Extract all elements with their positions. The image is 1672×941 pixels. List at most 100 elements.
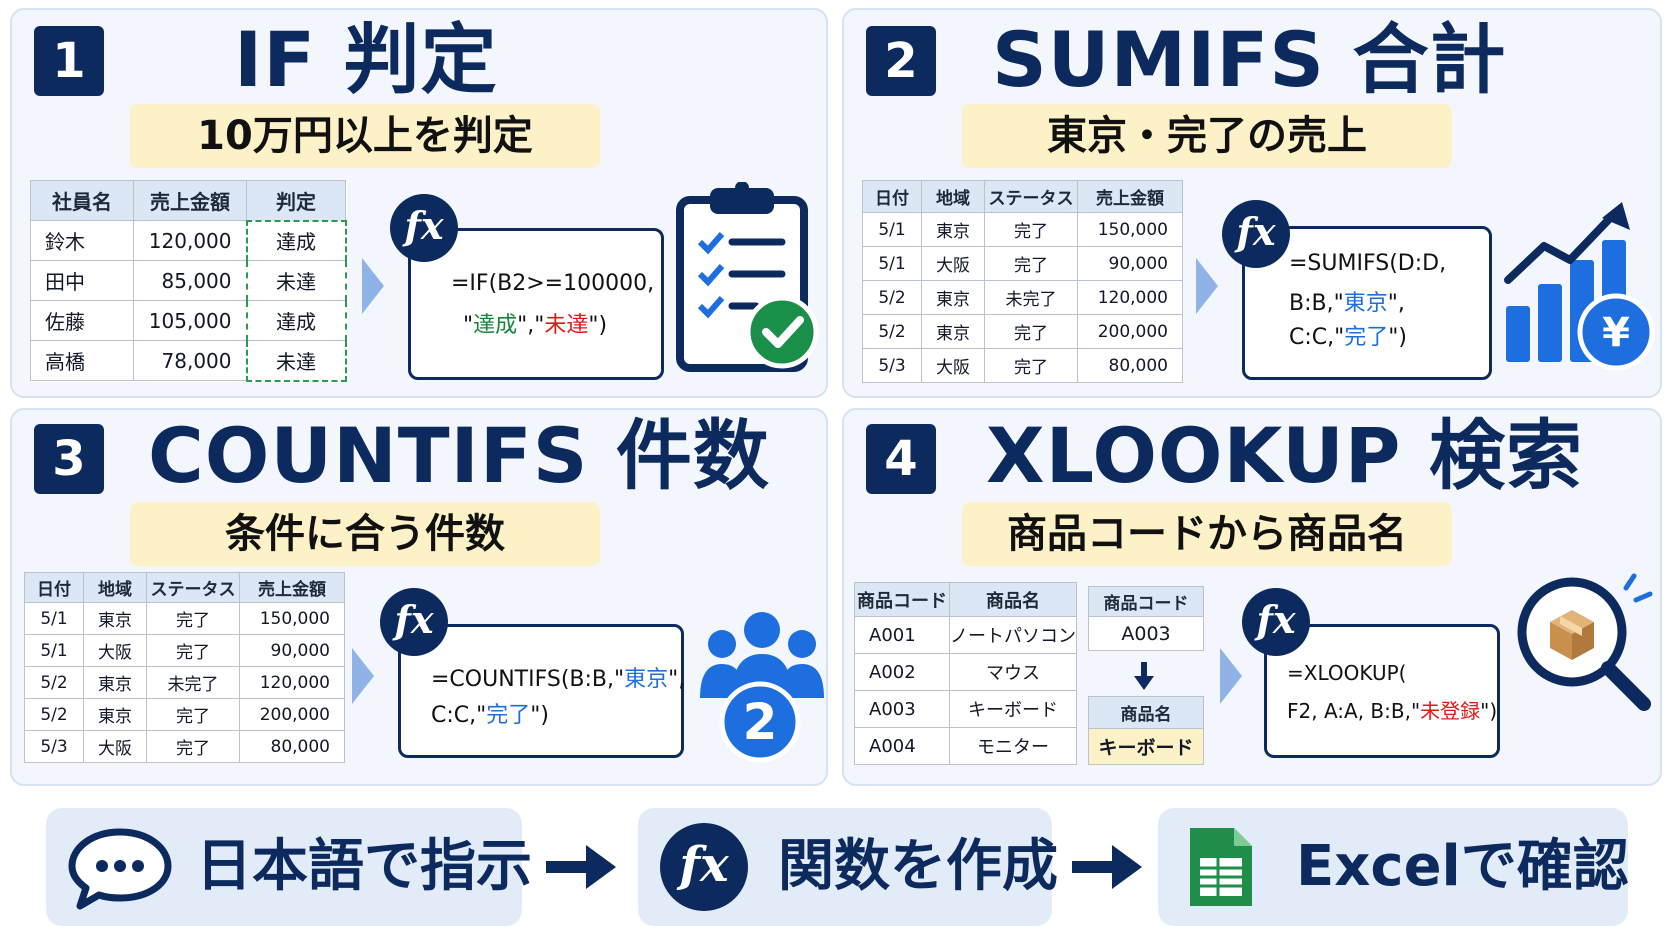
table-cell: 5/2 — [862, 314, 922, 349]
panel-subtitle: 10万円以上を判定 — [130, 104, 600, 168]
countifs-panel: 3 COUNTIFS 件数 条件に合う件数 日付 地域 ステータス 売上金額 5… — [10, 408, 828, 786]
table-cell: A004 — [854, 727, 950, 765]
table-cell: 5/1 — [24, 602, 84, 635]
table-cell: 東京 — [83, 602, 147, 635]
fx-icon: fx — [1222, 200, 1290, 268]
table-header: 商品コード — [854, 582, 950, 617]
magnifier-box-icon — [1517, 573, 1653, 711]
panel-title: IF 判定 — [234, 15, 498, 104]
panel-subtitle: 条件に合う件数 — [130, 502, 600, 566]
arrow-right-icon — [1072, 845, 1142, 889]
table-cell: 5/1 — [24, 634, 84, 667]
arrow-right-icon — [1220, 648, 1242, 704]
formula-box: =IF(B2>=100000, "達成","未達") — [408, 228, 664, 380]
table-cell: 120,000 — [1077, 280, 1183, 315]
formula-token-tokyo: 東京 — [1343, 291, 1388, 316]
table-cell: マウス — [949, 653, 1077, 691]
table-row: 田中 85,000 未達 — [30, 260, 347, 301]
table-cell: 120,000 — [239, 666, 345, 699]
formula-line: =COUNTIFS(B:B,"東京", — [431, 667, 686, 692]
formula-token-not-found: 未登録 — [1420, 699, 1481, 723]
table-cell: A002 — [854, 653, 950, 691]
table-header: 売上金額 — [1077, 180, 1183, 213]
table-cell: 5/2 — [862, 280, 922, 315]
formula-box: =XLOOKUP( F2, A:A, B:B,"未登録") — [1264, 624, 1500, 758]
table-cell: 5/3 — [862, 348, 922, 383]
table-header: 判定 — [246, 180, 346, 221]
spreadsheet-icon — [1190, 828, 1252, 906]
fx-icon: fx — [660, 823, 748, 911]
table-cell: A003 — [854, 690, 950, 728]
lookup-name-value: キーボード — [1088, 728, 1204, 765]
formula-token-not-achieved: 未達 — [544, 313, 589, 338]
table-cell: 90,000 — [239, 634, 345, 667]
table-header: 日付 — [862, 180, 922, 213]
table-cell: 大阪 — [921, 348, 985, 383]
table-cell: A001 — [854, 616, 950, 654]
table-cell: 5/1 — [862, 246, 922, 281]
table-cell: 東京 — [921, 212, 985, 247]
table-cell: 佐藤 — [30, 300, 134, 341]
formula-token-tokyo: 東京 — [624, 667, 669, 692]
table-cell: 完了 — [146, 698, 240, 731]
table-row: 佐藤 105,000 達成 — [30, 300, 347, 341]
fx-icon: fx — [1242, 588, 1310, 656]
table-header: ステータス — [146, 572, 240, 603]
table-cell: 80,000 — [1077, 348, 1183, 383]
lookup-code-header: 商品コード — [1088, 586, 1204, 617]
arrow-right-icon — [362, 258, 384, 314]
table-cell: 達成 — [245, 219, 347, 261]
formula-line: =SUMIFS(D:D, — [1289, 251, 1447, 276]
formula-line: C:C,"完了") — [1289, 325, 1407, 350]
fx-icon: fx — [390, 194, 458, 262]
table-cell: 120,000 — [133, 220, 247, 261]
table-cell: 80,000 — [239, 730, 345, 763]
formula-box: =SUMIFS(D:D, B:B,"東京", C:C,"完了") — [1242, 226, 1492, 380]
table-header: 日付 — [24, 572, 84, 603]
panel-subtitle: 東京・完了の売上 — [962, 104, 1452, 168]
sumifs-panel: 2 SUMIFS 合計 東京・完了の売上 日付 地域 ステータス 売上金額 5/… — [842, 8, 1662, 398]
clipboard-check-icon — [676, 182, 819, 372]
formula-line: "達成","未達") — [463, 313, 608, 338]
table-cell: 東京 — [83, 698, 147, 731]
table-cell: 東京 — [921, 314, 985, 349]
table-cell: 東京 — [83, 666, 147, 699]
data-table: 社員名 売上金額 判定 鈴木 120,000 達成 田中 85,000 未達 佐… — [30, 180, 347, 382]
table-cell: 田中 — [30, 260, 134, 301]
table-cell: 大阪 — [83, 634, 147, 667]
flow-step-label: 日本語で指示 — [196, 834, 532, 899]
table-cell: ノートパソコン — [949, 616, 1077, 654]
panel-title: COUNTIFS 件数 — [148, 411, 770, 500]
flow-step-instruct: 日本語で指示 — [46, 808, 532, 926]
table-cell: 完了 — [146, 634, 240, 667]
table-cell: 達成 — [245, 300, 347, 341]
table-cell: 200,000 — [1077, 314, 1183, 349]
panel-number: 1 — [34, 26, 104, 96]
arrow-down-icon — [1134, 662, 1154, 690]
formula-box: =COUNTIFS(B:B,"東京", C:C,"完了") — [398, 624, 686, 758]
svg-text:¥: ¥ — [1602, 310, 1630, 356]
table-header: 社員名 — [30, 180, 134, 221]
formula-token-done: 完了 — [1344, 325, 1389, 350]
table-header: 売上金額 — [239, 572, 345, 603]
table-cell: 完了 — [984, 314, 1078, 349]
table-cell: 大阪 — [83, 730, 147, 763]
table-cell: 105,000 — [133, 300, 247, 341]
speech-bubble-icon — [68, 828, 172, 910]
table-cell: 200,000 — [239, 698, 345, 731]
panel-number: 2 — [866, 26, 936, 96]
